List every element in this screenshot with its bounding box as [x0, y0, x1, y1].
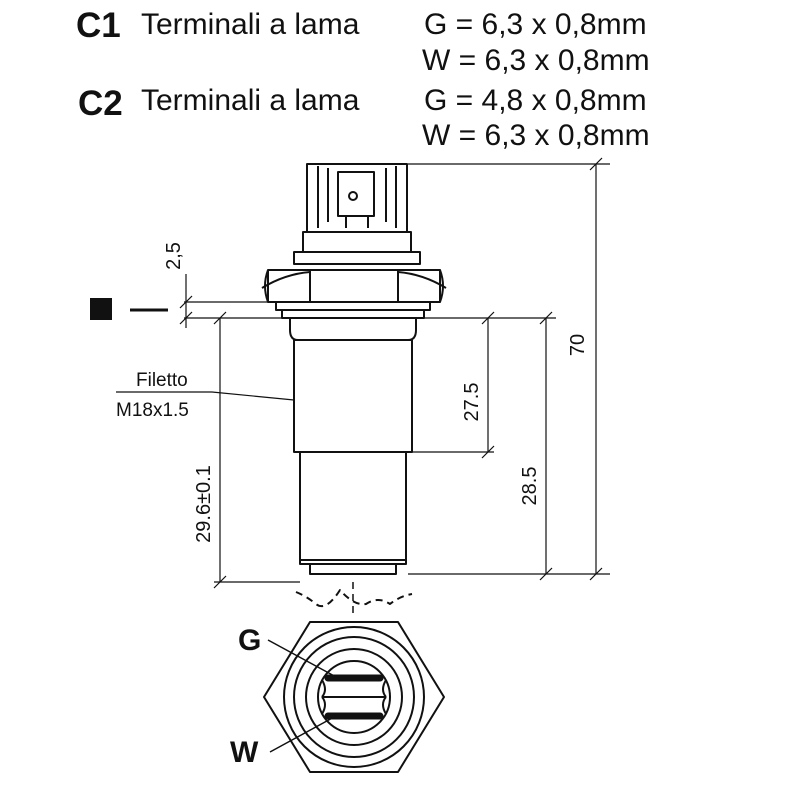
middle-circle	[293, 636, 415, 758]
dim-28-5-label: 28.5	[519, 467, 541, 506]
w-leader-line	[269, 715, 337, 753]
c1-w-spec: W = 6,3 x 0,8mm	[422, 44, 650, 77]
filetto-leader	[211, 391, 295, 401]
hex-nut	[261, 269, 447, 303]
outer-circle	[283, 626, 425, 768]
hex-outline	[263, 621, 445, 773]
bottom-view	[263, 621, 445, 773]
c1-g-spec: G = 6,3 x 0,8mm	[424, 8, 647, 41]
thread-spec-label: M18x1.5	[116, 400, 189, 421]
c2-label: Terminali a lama	[141, 84, 360, 117]
c2-g-spec: G = 4,8 x 0,8mm	[424, 84, 647, 117]
dim-2-5-label: 2,5	[163, 242, 185, 270]
terminal-g-label: G	[238, 624, 261, 657]
c1-label: Terminali a lama	[141, 8, 360, 41]
c1-code: C1	[76, 6, 121, 45]
c2-w-spec: W = 6,3 x 0,8mm	[422, 119, 650, 152]
dim-70-label: 70	[567, 334, 589, 356]
thread-body	[275, 301, 431, 453]
terminal-w-label: W	[230, 736, 259, 769]
g-leader-line	[267, 639, 339, 679]
phantom-tip	[295, 589, 413, 608]
probe	[299, 451, 407, 575]
inner-circle	[305, 648, 403, 746]
dim-29-6-label: 29.6±0.1	[193, 465, 215, 543]
connector-housing	[293, 163, 421, 265]
filetto-label: Filetto	[136, 370, 188, 391]
c2-code: C2	[78, 84, 123, 123]
square-marker	[90, 298, 112, 320]
dim-27-5-label: 27.5	[461, 383, 483, 422]
